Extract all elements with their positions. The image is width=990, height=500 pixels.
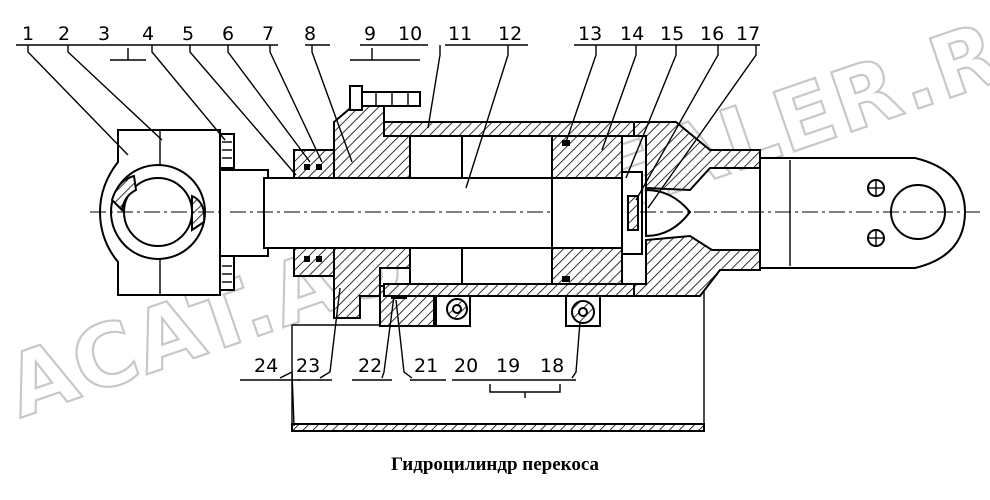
callout-1: 1 [22, 23, 34, 45]
callout-numbers-bottom: 24 23 22 21 20 19 18 [254, 355, 564, 377]
callout-2: 2 [58, 23, 70, 45]
callout-6: 6 [222, 23, 234, 45]
callout-19: 19 [496, 355, 520, 377]
callout-20: 20 [454, 355, 478, 377]
bottom-fittings [435, 295, 601, 327]
callout-5: 5 [182, 23, 194, 45]
callout-13: 13 [578, 23, 602, 45]
piston-rod [219, 169, 560, 257]
left-clevis [90, 129, 235, 296]
gland-head [293, 85, 463, 327]
callout-18: 18 [540, 355, 564, 377]
callout-21: 21 [414, 355, 438, 377]
rear-cap [633, 121, 980, 297]
callout-23: 23 [296, 355, 320, 377]
callout-17: 17 [736, 23, 760, 45]
callout-3: 3 [98, 23, 110, 45]
callout-22: 22 [358, 355, 382, 377]
diagram-caption: Гидроцилиндр перекоса [390, 454, 600, 475]
callout-12: 12 [498, 23, 522, 45]
callout-16: 16 [700, 23, 724, 45]
callout-8: 8 [304, 23, 316, 45]
callout-4: 4 [142, 23, 154, 45]
callout-15: 15 [660, 23, 684, 45]
callout-24: 24 [254, 355, 278, 377]
callout-7: 7 [262, 23, 274, 45]
callout-14: 14 [620, 23, 644, 45]
piston [551, 135, 643, 285]
callout-numbers-top: 1 2 3 4 5 6 7 8 9 10 11 12 13 14 15 16 1… [22, 23, 760, 45]
callout-10: 10 [398, 23, 422, 45]
callout-11: 11 [448, 23, 472, 45]
leader-lines [16, 44, 760, 427]
callout-9: 9 [364, 23, 376, 45]
